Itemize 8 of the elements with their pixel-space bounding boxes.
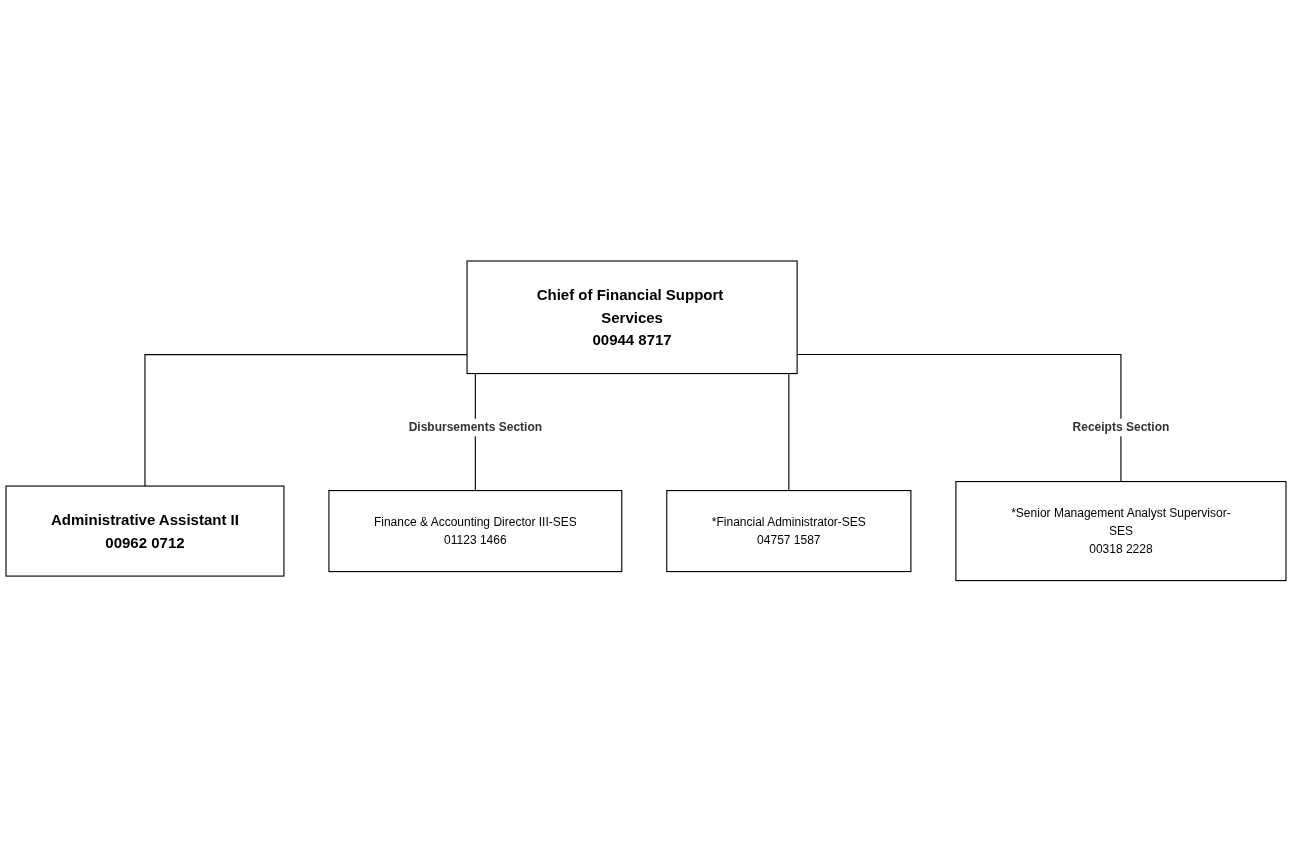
edge-label: Disbursements Section	[408, 420, 543, 434]
node-box: Administrative Assistant II 00962 0712	[5, 485, 285, 577]
node-box: Chief of Financial Support Services 00944 8717	[466, 260, 798, 375]
node-box: Finance & Accounting Director III-SES 01123 1466	[328, 490, 623, 573]
edge-label: Receipts Section	[1072, 420, 1170, 434]
connector	[144, 354, 468, 487]
node-box: *Financial Administrator-SES 04757 1587	[666, 490, 912, 573]
node-box: *Senior Management Analyst Supervisor-SES 00318 2228	[955, 481, 1287, 582]
